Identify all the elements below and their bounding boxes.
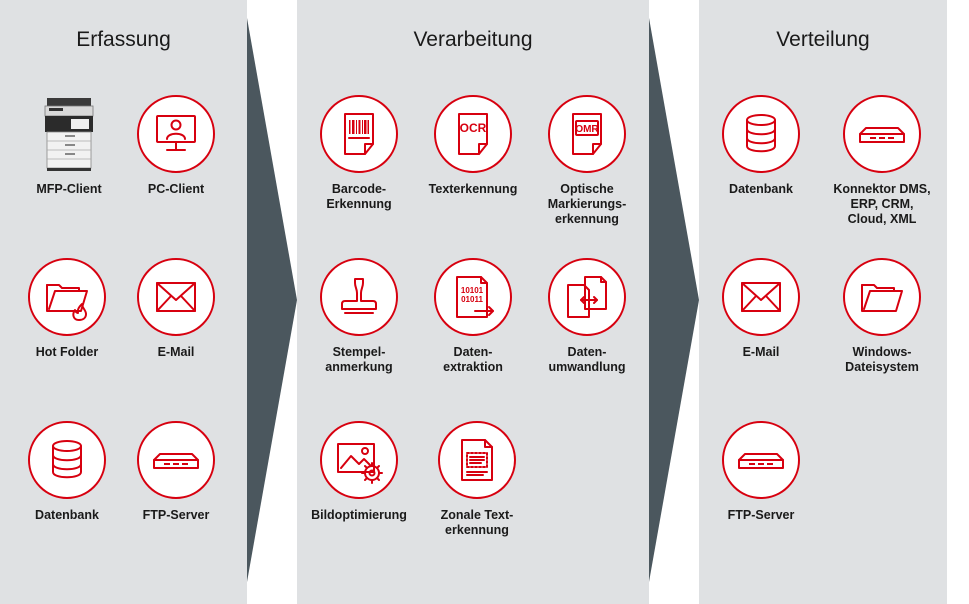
document-conversion-icon [548,258,626,336]
item-label: FTP-Server [727,508,795,522]
ocr-document-icon: OCR [434,95,512,173]
item-label: PC-Client [147,182,205,196]
item-label: Barcode- Erkennung [326,182,392,211]
server-icon [137,421,215,499]
item-label: Zonale Text- erkennung [440,508,514,537]
item-label: E-Mail [157,345,195,359]
stamp-icon [320,258,398,336]
item-label: Daten- extraktion [443,345,503,374]
item-label: Datenbank [729,182,793,196]
server-icon [843,95,921,173]
item-label: MFP-Client [36,182,102,196]
item-label: Stempel- anmerkung [325,345,393,374]
omr-glyph: OMR [575,124,599,135]
mfp-printer-icon [30,95,108,173]
item-label: Datenbank [35,508,99,522]
item-label: FTP-Server [142,508,210,522]
hot-folder-icon [28,258,106,336]
item-label: Optische Markierungs- erkennung [547,182,627,226]
item-label: Windows- Dateisystem [845,345,919,374]
image-settings-icon [320,421,398,499]
zonal-text-icon [438,421,516,499]
item-label: Daten- umwandlung [548,345,626,374]
column-title-verarbeitung: Verarbeitung [413,28,533,51]
server-icon [722,421,800,499]
binary-line-1: 10101 [461,286,484,295]
flow-arrow-1 [247,18,297,582]
binary-line-2: 01011 [461,295,483,304]
item-label: Konnektor DMS, ERP, CRM, Cloud, XML [833,182,931,226]
column-title-erfassung: Erfassung [76,28,171,51]
flow-arrow-2 [649,18,699,582]
binary-extraction-icon: 10101 01011 [434,258,512,336]
omr-document-icon: OMR [548,95,626,173]
folder-icon [843,258,921,336]
barcode-icon [320,95,398,173]
database-icon [722,95,800,173]
item-label: Bildoptimierung [311,508,407,522]
envelope-icon [137,258,215,336]
item-label: E-Mail [742,345,780,359]
item-label: Hot Folder [35,345,99,359]
column-title-verteilung: Verteilung [776,28,870,51]
pc-client-icon [137,95,215,173]
envelope-icon [722,258,800,336]
ocr-glyph: OCR [460,121,487,135]
database-icon [28,421,106,499]
item-label: Texterkennung [428,182,518,196]
